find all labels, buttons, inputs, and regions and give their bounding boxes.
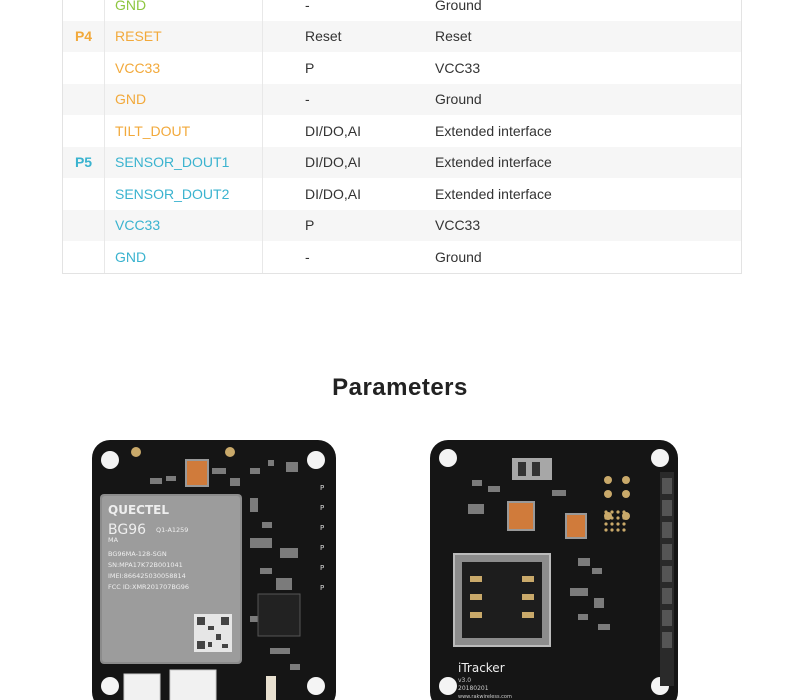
pin-type-cell: P xyxy=(305,59,315,76)
table-row: GND - Ground xyxy=(63,83,741,115)
pin-type-cell: - xyxy=(305,91,310,108)
pin-description-cell: VCC33 xyxy=(435,217,481,234)
port-cell xyxy=(63,52,105,84)
pin-description-cell: Ground xyxy=(435,248,482,265)
port-cell xyxy=(63,115,105,147)
module-brand: QUECTEL xyxy=(108,503,169,517)
pin-type-cell: - xyxy=(305,0,310,13)
pin-type-cell: P xyxy=(305,217,315,234)
svg-text:P: P xyxy=(320,504,324,512)
module-label-line: BG96MA-128-SGN xyxy=(108,550,167,558)
svg-text:P: P xyxy=(320,584,324,592)
pin-name-cell: SENSOR_DOUT1 xyxy=(105,146,263,178)
pin-description-cell: Extended interface xyxy=(435,185,552,202)
module-label-line: Q1-A1259 xyxy=(156,526,188,534)
pin-type-cell: DI/DO,AI xyxy=(305,122,362,139)
pin-description-cell: Extended interface xyxy=(435,122,552,139)
pin-description-cell: Ground xyxy=(435,0,482,13)
port-cell xyxy=(63,0,105,21)
board-version: v3.0 xyxy=(458,677,471,684)
board-date: 20180201 xyxy=(458,685,489,692)
pin-description-cell: VCC33 xyxy=(435,59,481,76)
module-label-line: MA xyxy=(108,536,119,544)
table-row: VCC33 P VCC33 xyxy=(63,52,741,84)
pin-name-cell: VCC33 xyxy=(105,52,263,84)
back-board-image: iTracker v3.0 20180201 www.rakwireless.c… xyxy=(430,440,678,700)
pin-name-cell: GND xyxy=(105,241,263,273)
svg-text:P: P xyxy=(320,524,324,532)
pin-name-cell: VCC33 xyxy=(105,209,263,241)
table-row: GND - Ground xyxy=(63,0,741,21)
board-url: www.rakwireless.com xyxy=(458,694,512,700)
pin-name-cell: GND xyxy=(105,83,263,115)
port-cell xyxy=(63,209,105,241)
board-name: iTracker xyxy=(458,661,505,675)
module-label-line: SN:MPA17K72B001041 xyxy=(108,561,183,569)
pin-name-cell: GND xyxy=(105,0,263,21)
pin-type-cell: - xyxy=(305,248,310,265)
pin-type-cell: Reset xyxy=(305,28,342,45)
table-row: SENSOR_DOUT2 DI/DO,AI Extended interface xyxy=(63,178,741,210)
module-label-line: FCC ID:XMR201707BG96 xyxy=(108,583,189,591)
svg-text:P: P xyxy=(320,484,324,492)
port-cell: P4 xyxy=(63,20,105,52)
port-cell: P5 xyxy=(63,146,105,178)
module-model: BG96 xyxy=(108,522,146,538)
pin-name-cell: SENSOR_DOUT2 xyxy=(105,178,263,210)
pin-name-cell: TILT_DOUT xyxy=(105,115,263,147)
pin-description-cell: Reset xyxy=(435,28,472,45)
pin-description-cell: Ground xyxy=(435,91,482,108)
pin-description-cell: Extended interface xyxy=(435,154,552,171)
pin-type-cell: DI/DO,AI xyxy=(305,185,362,202)
port-cell xyxy=(63,241,105,273)
pin-type-cell: DI/DO,AI xyxy=(305,154,362,171)
port-cell xyxy=(63,83,105,115)
pin-name-cell: RESET xyxy=(105,20,263,52)
table-row: TILT_DOUT DI/DO,AI Extended interface xyxy=(63,115,741,147)
table-row: VCC33 P VCC33 xyxy=(63,209,741,241)
svg-text:P: P xyxy=(320,544,324,552)
section-title: Parameters xyxy=(332,374,468,401)
module-label-line: IMEI:866425030058814 xyxy=(108,572,186,580)
table-row: GND - Ground xyxy=(63,241,741,273)
svg-text:P: P xyxy=(320,564,324,572)
port-cell xyxy=(63,178,105,210)
